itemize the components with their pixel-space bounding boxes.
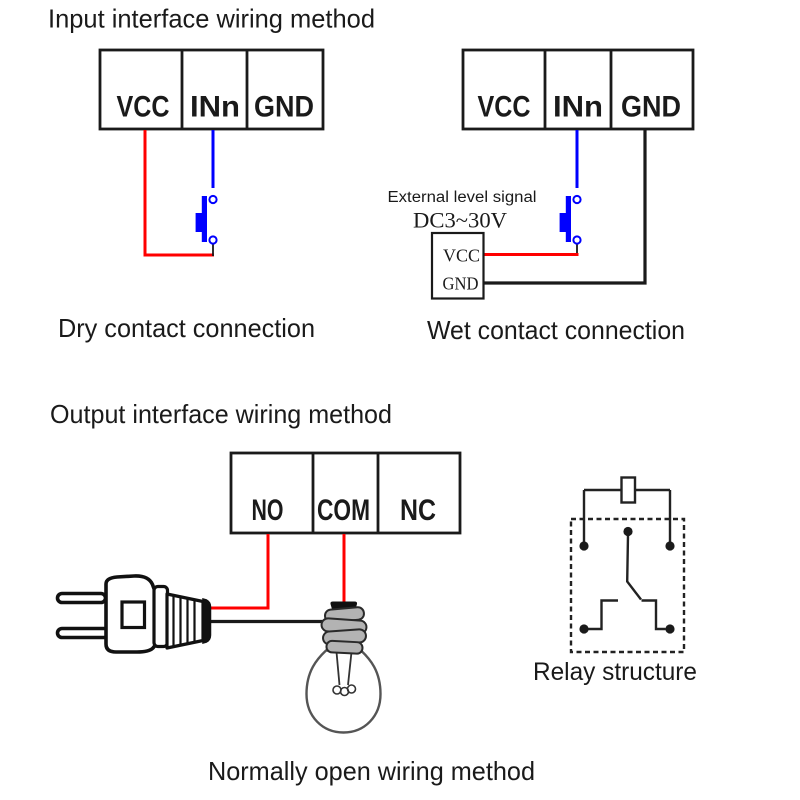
vcc-wire-red	[143, 130, 214, 257]
source-box-outline	[430, 231, 485, 300]
terminal-label-vcc: VCC	[117, 91, 170, 124]
push-button-switch	[195, 194, 218, 256]
external-source-box: VCC GND	[430, 231, 485, 300]
switch-button	[559, 213, 567, 232]
bulb-filament-wire	[347, 651, 353, 686]
terminal-label-nc: NC	[400, 494, 436, 527]
power-plug	[55, 574, 212, 654]
bulb-filament-wire	[335, 651, 341, 686]
dry-contact-caption: Dry contact connection	[58, 313, 315, 343]
switch-body	[201, 196, 207, 242]
terminal-block	[229, 451, 462, 535]
gnd-wire-black	[483, 130, 647, 285]
relay-pin-dot	[623, 526, 633, 537]
terminal-label-vcc: VCC	[478, 91, 531, 124]
plug-end-cap	[202, 598, 212, 644]
normally-open-caption: Normally open wiring method	[208, 756, 535, 786]
terminal-label-com: COM	[317, 494, 370, 527]
relay-nc-contact	[588, 599, 618, 631]
relay-structure-caption: Relay structure	[533, 658, 697, 686]
input-section-title: Input interface wiring method	[48, 4, 375, 34]
relay-pin-dot	[579, 541, 589, 551]
terminal-label-gnd: GND	[621, 91, 681, 124]
switch-terminal-bottom	[208, 235, 218, 245]
wet-contact-diagram: VCC INn GND External level signal DC3~30…	[388, 48, 695, 345]
switch-terminal-top	[572, 194, 582, 205]
external-signal-label: External level signal	[388, 189, 537, 206]
external-voltage-label: DC3~30V	[413, 208, 507, 233]
switch-button	[195, 213, 203, 232]
wet-contact-caption: Wet contact connection	[427, 315, 685, 345]
relay-dashed-boundary	[569, 517, 686, 654]
relay-no-contact	[641, 599, 666, 631]
terminal-label-inn: INn	[190, 91, 240, 124]
push-button-switch	[559, 194, 582, 256]
plug-hole	[120, 600, 147, 630]
relay-pin-dot	[665, 541, 675, 551]
terminal-label-no: NO	[252, 494, 284, 527]
plug-prong-top	[55, 591, 108, 605]
output-section-title: Output interface wiring method	[50, 399, 392, 429]
relay-coil	[620, 476, 637, 504]
dry-contact-diagram: VCC INn GND Dry contact connection	[58, 48, 325, 343]
bulb-base-wrap	[325, 639, 364, 655]
source-gnd-label: GND	[443, 274, 479, 294]
bulb-glass	[305, 649, 382, 734]
normally-open-diagram: NO COM NC	[55, 451, 535, 786]
terminal-block	[461, 48, 695, 131]
relay-pin-dot	[579, 624, 589, 634]
switch-body	[565, 196, 571, 242]
relay-pin-dot	[665, 624, 675, 634]
relay-armature	[625, 534, 642, 601]
light-bulb	[305, 601, 382, 734]
no-wire-red	[209, 534, 270, 610]
bulb-filament-loop	[346, 684, 357, 694]
source-vcc-label: VCC	[443, 246, 480, 266]
relay-structure-diagram	[569, 476, 686, 654]
switch-terminal-bottom	[572, 235, 582, 245]
switch-terminal-top	[208, 194, 218, 205]
terminal-label-gnd: GND	[254, 91, 314, 124]
terminal-label-inn: INn	[553, 91, 603, 124]
terminal-block	[98, 48, 325, 131]
